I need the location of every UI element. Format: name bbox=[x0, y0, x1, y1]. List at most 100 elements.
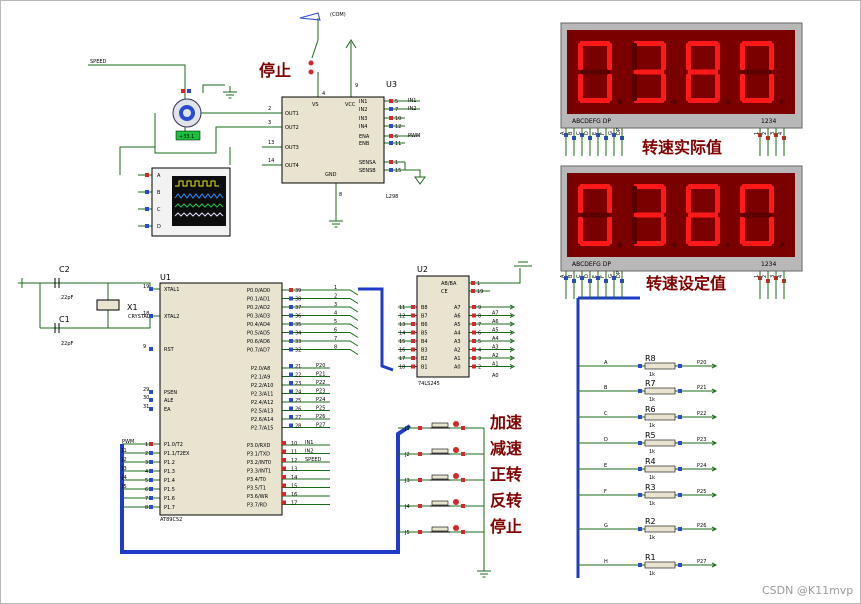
buffer-pin-marker bbox=[411, 305, 415, 309]
buffer-pin-num: 19 bbox=[477, 289, 483, 295]
buffer-a0-net: A0 bbox=[492, 373, 499, 379]
buffer-pin-num: 18 bbox=[399, 365, 405, 371]
mcu-net-label: 2 bbox=[334, 294, 337, 300]
switch-contact bbox=[308, 69, 314, 75]
display-digit-4-segment-c bbox=[769, 217, 774, 244]
buffer-pin-marker bbox=[411, 339, 415, 343]
display-dp bbox=[617, 242, 623, 248]
mcu-pin-marker bbox=[289, 415, 293, 419]
resistor-line-label: D bbox=[604, 437, 608, 443]
display-pin-label: D bbox=[584, 274, 590, 278]
mcu-pin-num: 26 bbox=[295, 407, 301, 413]
button-label: 加速 bbox=[489, 413, 522, 432]
mcu-pin-marker bbox=[282, 449, 286, 454]
buffer-pin-name: A0 bbox=[454, 365, 461, 371]
switch-blade bbox=[311, 39, 319, 59]
buffer-pin-name: B4 bbox=[421, 339, 428, 345]
button-cap[interactable] bbox=[431, 474, 449, 480]
mcu-pin-marker bbox=[282, 492, 286, 496]
driver-net-label: IN2 bbox=[408, 106, 416, 112]
button-cap[interactable] bbox=[431, 422, 449, 428]
mcu-pin-name: P2.6/A14 bbox=[251, 417, 273, 423]
display-digit-1-segment-a bbox=[580, 41, 610, 46]
buffer-pin-name: B7 bbox=[421, 314, 428, 320]
display-pin-label: DP bbox=[616, 128, 622, 135]
mcu-net-label: P27 bbox=[316, 423, 325, 429]
driver-pin-name: IN1 bbox=[359, 99, 367, 105]
mcu-pin-name: P1.0/T2 bbox=[164, 442, 183, 448]
buffer-pin-marker bbox=[411, 313, 415, 318]
display-digit-2-segment-e bbox=[632, 74, 637, 101]
button-cap[interactable] bbox=[431, 500, 449, 506]
mcu-pin-name: P1.6 bbox=[164, 496, 175, 502]
button-ref: J1 bbox=[404, 426, 410, 432]
scope-trace-d bbox=[174, 212, 224, 217]
mcu-pin-name: P3.7/RD bbox=[247, 503, 267, 509]
button-actuator[interactable] bbox=[453, 525, 459, 531]
resistor-ref: R4 bbox=[645, 457, 656, 466]
resistor-net: P23 bbox=[697, 437, 706, 443]
buffer-pin-num: 12 bbox=[399, 314, 405, 320]
power-label: (COM) bbox=[330, 12, 346, 18]
mcu-net-label: J4 bbox=[121, 475, 127, 481]
button-actuator[interactable] bbox=[453, 421, 459, 427]
wire-p0 bbox=[282, 298, 359, 304]
display-dp bbox=[779, 99, 785, 105]
button-cap[interactable] bbox=[431, 448, 449, 454]
display-pin-label: C bbox=[576, 274, 582, 278]
buffer-pin-name: A6 bbox=[454, 314, 461, 320]
buffer-pin-marker bbox=[472, 347, 476, 352]
mcu-pin-num: 12 bbox=[291, 458, 297, 464]
resistor-net: P20 bbox=[697, 360, 706, 366]
display-digit-3-segment-c bbox=[715, 217, 720, 244]
mcu-pin-name: P0.4/AD4 bbox=[247, 322, 270, 328]
display-pin-label: F bbox=[600, 132, 606, 135]
display-digit-4-segment-f bbox=[740, 43, 745, 70]
push-button-j1[interactable]: J1 加速 bbox=[404, 413, 522, 432]
mcu-net-label: 3 bbox=[334, 302, 337, 308]
mcu-net-label: P23 bbox=[316, 389, 325, 395]
resistor-net: P24 bbox=[697, 463, 706, 469]
mcu-net-label: P25 bbox=[316, 406, 325, 412]
display-digit-4-segment-f bbox=[740, 186, 745, 213]
driver-pin-marker bbox=[389, 141, 393, 145]
buffer-pin-name: B5 bbox=[421, 331, 428, 337]
buffer-pin-marker bbox=[472, 356, 476, 360]
mcu-pin-marker bbox=[289, 398, 293, 402]
button-actuator[interactable] bbox=[453, 447, 459, 453]
resistor-net: P21 bbox=[697, 385, 706, 391]
scope-channel-label: A bbox=[157, 173, 161, 179]
resistor-pin-marker bbox=[678, 467, 682, 471]
buffer-pin-num: 2 bbox=[478, 365, 481, 371]
button-actuator[interactable] bbox=[453, 473, 459, 479]
buffer-net-label: A4 bbox=[492, 336, 499, 342]
driver-pin-num: 15 bbox=[395, 168, 401, 174]
mcu-pin-num: 23 bbox=[295, 381, 301, 387]
display-digit-4-segment-d bbox=[742, 98, 772, 103]
button-pin-marker bbox=[418, 426, 422, 430]
button-cap[interactable] bbox=[431, 526, 449, 532]
mcu-pin-num: 14 bbox=[291, 475, 297, 481]
net-arrow-icon bbox=[711, 562, 718, 568]
net-arrow-icon bbox=[711, 363, 718, 369]
scope-pin-marker bbox=[145, 224, 149, 228]
mcu-pin-marker bbox=[149, 407, 153, 411]
mcu-pin-name: P2.3/A11 bbox=[251, 392, 273, 398]
net-arrow-icon bbox=[509, 347, 516, 352]
mcu-net-label: 4 bbox=[334, 311, 337, 317]
display-digit-4-segment-g bbox=[742, 69, 772, 75]
mcu-pin-marker bbox=[282, 458, 286, 462]
mcu-part: AT89C52 bbox=[160, 517, 182, 523]
mcu-pin-marker bbox=[282, 475, 286, 479]
display-pin-label: 1 bbox=[754, 275, 760, 278]
net-arrow-icon bbox=[509, 355, 516, 361]
resistor-pin-marker bbox=[678, 415, 682, 419]
display-digit-3-segment-e bbox=[686, 217, 691, 244]
vcc-arrow-icon bbox=[345, 39, 357, 49]
button-actuator[interactable] bbox=[453, 499, 459, 505]
